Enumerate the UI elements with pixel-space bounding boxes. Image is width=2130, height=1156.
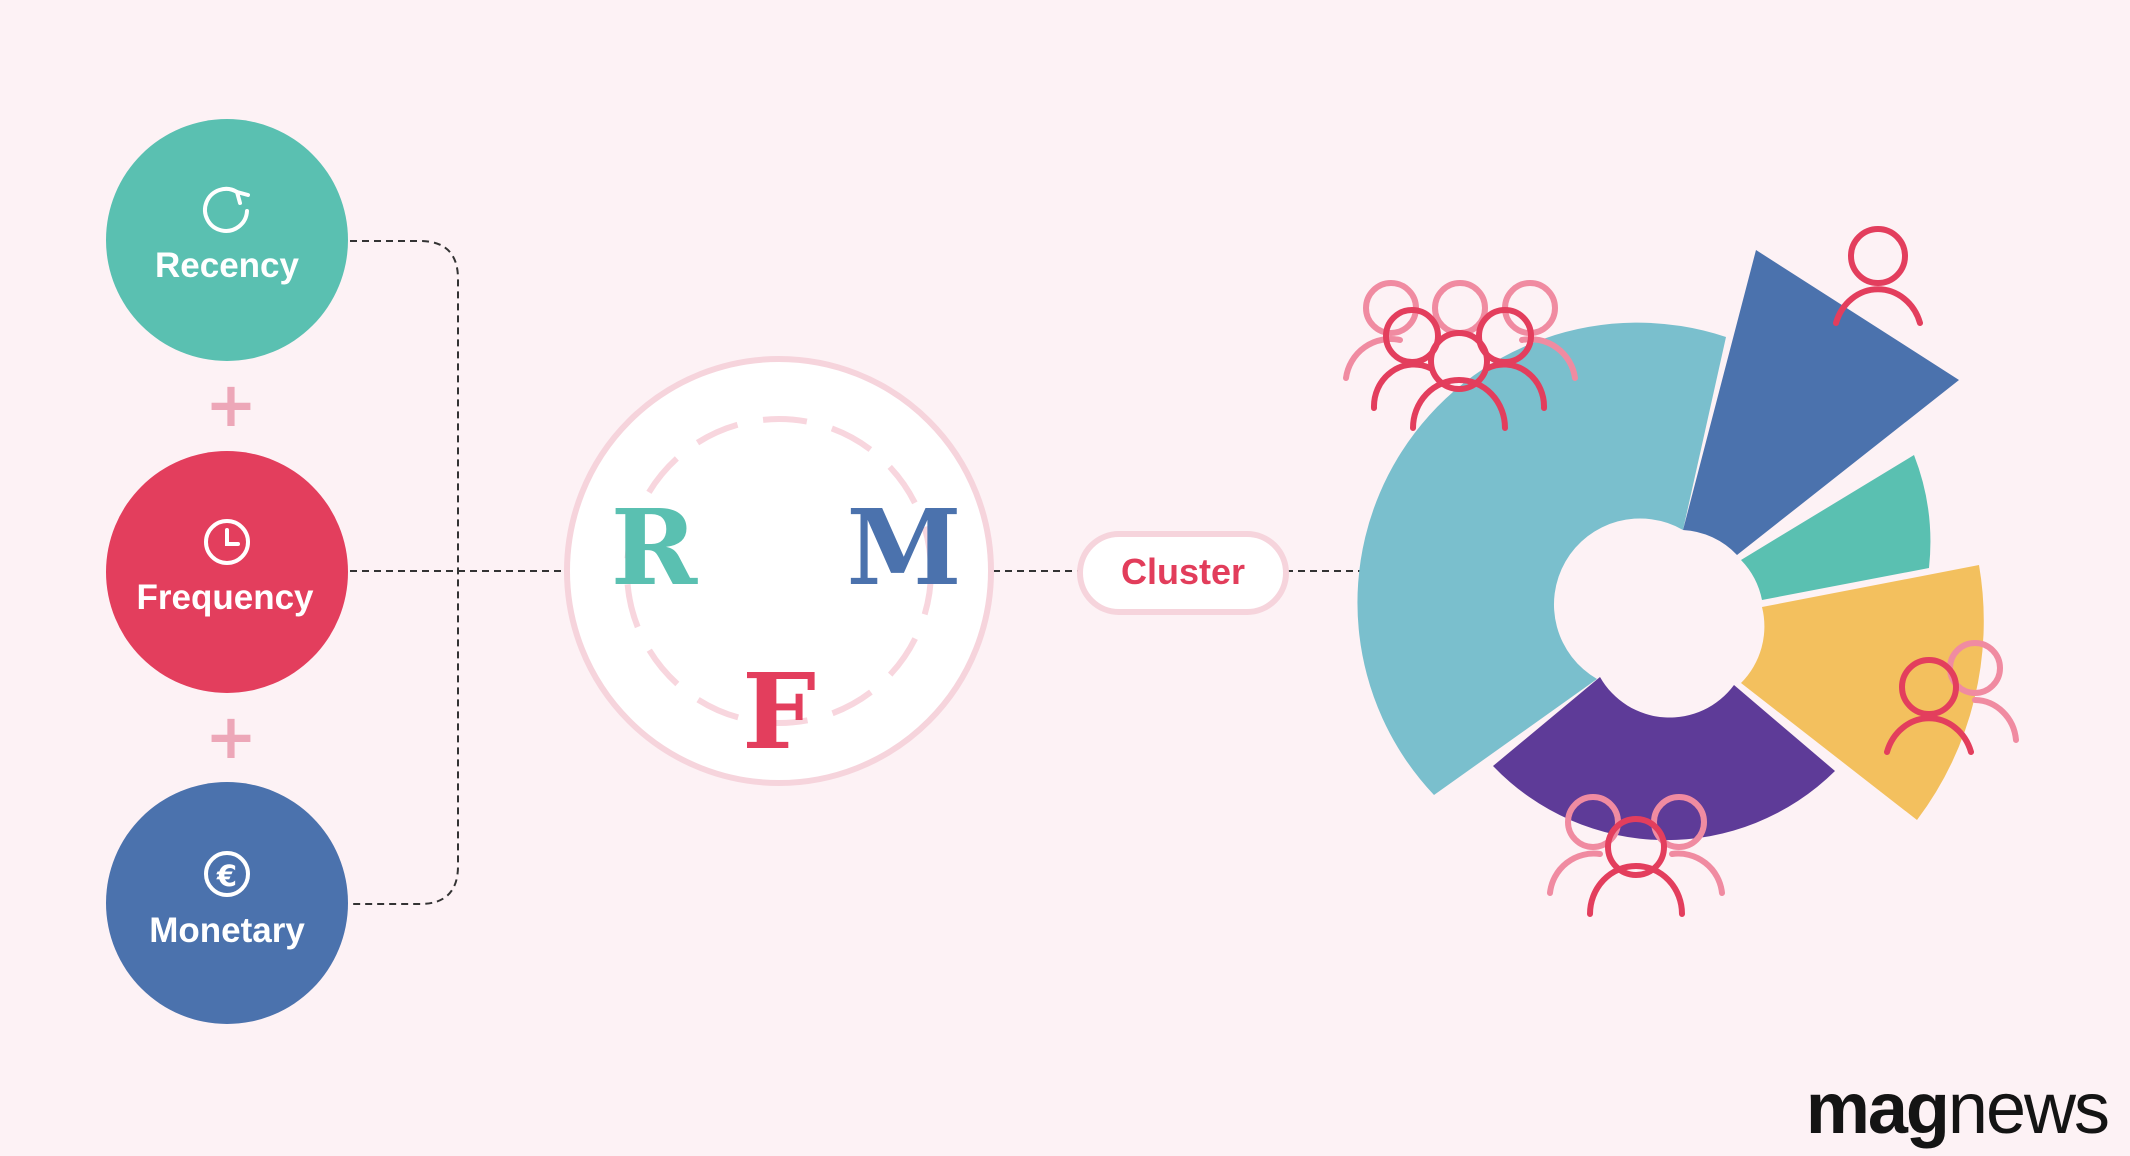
plus-operator-2: + [205,700,257,773]
recency-label: Recency [155,246,300,285]
rfm-letter-r: R [611,486,699,609]
clock-icon [204,519,250,565]
cluster-pill-background [1077,531,1289,615]
rfm-letter-f: F [742,650,816,773]
cluster-label: Cluster [1121,551,1245,592]
cluster-pill: Cluster [1077,531,1289,615]
chart-center-hole [1590,535,1754,699]
plus-operator-1: + [205,368,257,441]
group-icon-large [1343,280,1578,431]
recency-circle [106,119,348,361]
brand-part-mag: mag [1806,1069,1948,1149]
group-icon-bottom [1547,794,1725,917]
rfm-circle: R M F [564,356,994,786]
refresh-icon [203,186,250,233]
bracket-connector [350,240,459,905]
frequency-node: Frequency [106,451,348,693]
brand-part-news: news [1948,1069,2108,1149]
magnews-logo: magnews [1806,1069,2108,1149]
svg-text:€: € [216,859,237,893]
person-icon-single [1833,226,1923,326]
segment-green [1741,455,1931,600]
rfm-letter-m: M [846,486,961,609]
recency-node: Recency [106,119,348,361]
rfm-dashed-ring [624,416,934,726]
monetary-circle [106,782,348,1024]
frequency-label: Frequency [137,578,315,617]
monetary-label: Monetary [149,911,305,950]
segment-chart [1357,250,1984,841]
frequency-circle [106,451,348,693]
segment-yellow [1741,565,1984,820]
monetary-node: € Monetary [106,782,348,1024]
people-icon-pair [1884,640,2019,755]
segment-teal-large [1357,322,1726,795]
segment-blue [1683,250,1959,555]
euro-icon: € [204,851,250,897]
